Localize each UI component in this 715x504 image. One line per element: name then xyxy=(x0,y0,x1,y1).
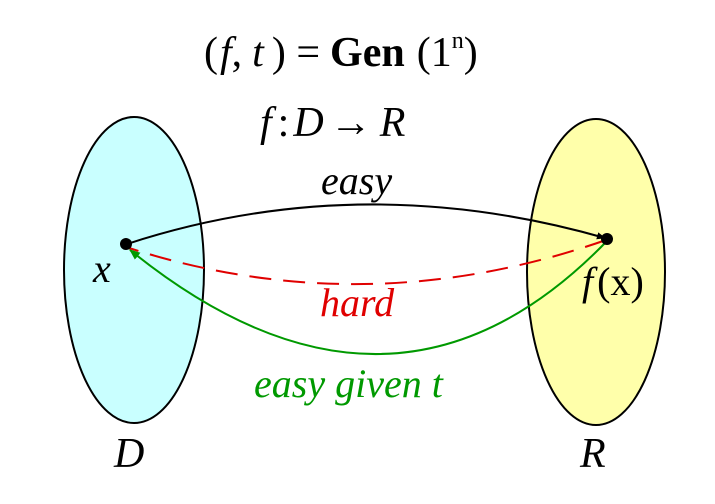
easy-arrow xyxy=(126,203,606,245)
hard-label: hard xyxy=(320,280,395,325)
easy-label: easy xyxy=(321,158,392,203)
x-label: x xyxy=(92,246,111,291)
hard-arrow xyxy=(128,239,607,286)
fx-point xyxy=(601,233,613,245)
domain-set-ellipse xyxy=(63,116,205,424)
gen-formula: (f,t) =Gen(1n) xyxy=(204,28,478,76)
domain-label: D xyxy=(113,431,144,477)
x-point xyxy=(120,238,132,250)
range-label: R xyxy=(579,431,606,477)
range-set-ellipse xyxy=(526,118,666,426)
easy-given-t-label: easy given t xyxy=(254,361,444,406)
function-signature: f:D→R xyxy=(260,100,405,146)
trapdoor-arrow xyxy=(129,241,607,355)
fx-label: f(x) xyxy=(582,259,644,304)
